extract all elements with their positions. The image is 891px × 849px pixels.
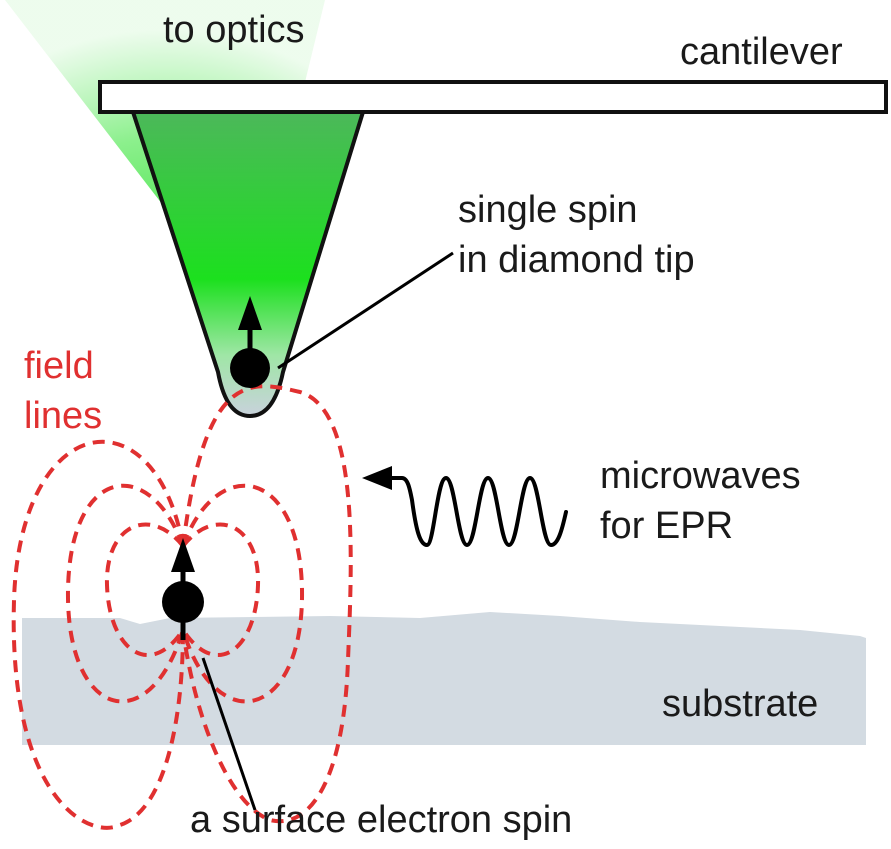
field-line-outer-right [181,384,353,824]
label-microwaves-2: for EPR [600,505,733,547]
microwave-arrow-icon [362,466,392,490]
field-line-outer-left [11,439,185,830]
cantilever-beam [98,80,888,114]
field-line-mid-right [181,483,305,704]
field-line-inner-right [181,522,261,657]
label-single-spin-1: single spin [458,189,638,231]
surface-spin-dot [162,581,204,623]
surface-spin-arrow-icon [171,538,195,572]
tip-spin-dot [230,348,270,388]
tip-spin-pointer [277,251,454,370]
label-cantilever: cantilever [680,31,843,73]
label-microwaves-1: microwaves [600,455,801,497]
microwave-wave [362,466,568,547]
label-field-lines-1: field [24,345,94,387]
label-substrate: substrate [662,683,818,725]
label-field-lines-2: lines [24,395,102,437]
label-single-spin-2: in diamond tip [458,239,695,281]
field-line-inner-left [104,522,185,657]
surface-spin-pointer [201,657,257,811]
tip-spin [230,296,270,388]
tip-spin-arrow-icon [238,296,262,330]
label-surface-spin: a surface electron spin [190,799,572,841]
microwave-sine [370,476,568,547]
label-to-optics: to optics [163,9,305,51]
surface-spin [162,538,204,640]
diamond-tip [131,110,365,418]
substrate-surface [22,612,866,745]
